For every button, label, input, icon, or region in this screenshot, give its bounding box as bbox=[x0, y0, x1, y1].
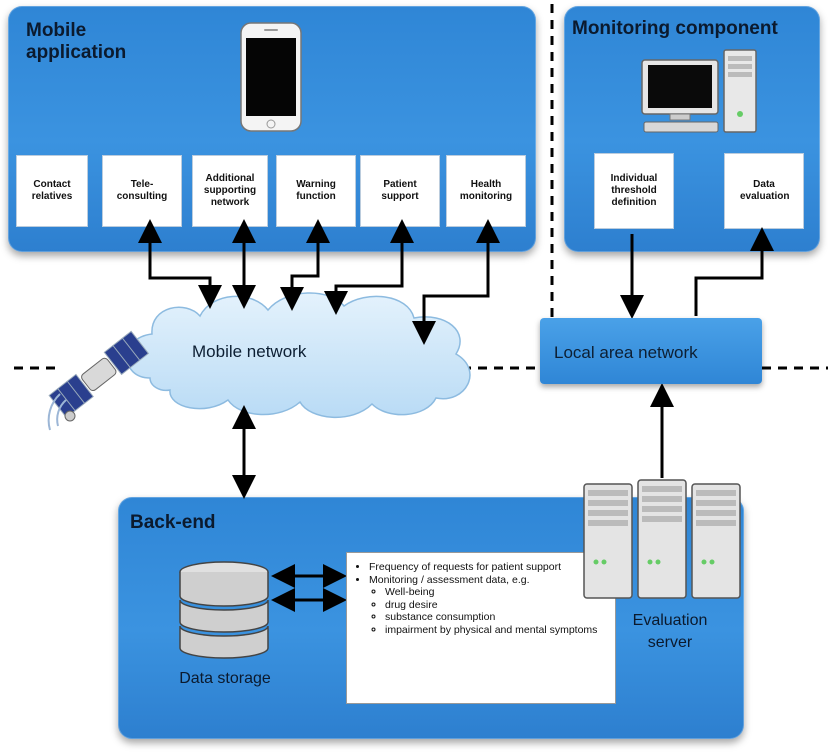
function-data-evaluation: Data evaluation bbox=[724, 153, 804, 229]
database-icon bbox=[179, 561, 269, 659]
back-end-title: Back-end bbox=[130, 512, 216, 533]
desktop-computer-icon bbox=[641, 49, 757, 133]
evaluation-server-label: Evaluation server bbox=[610, 610, 730, 654]
info-item-requests: Frequency of requests for patient suppor… bbox=[369, 561, 615, 574]
mobile-network-label: Mobile network bbox=[192, 342, 307, 361]
function-additional-supporting-network: Additional supporting network bbox=[192, 155, 268, 227]
local-area-network-box bbox=[540, 318, 762, 384]
mobile-application-title: Mobile application bbox=[26, 20, 127, 63]
function-additional-supporting-network-label: Additional supporting network bbox=[203, 173, 257, 208]
function-contact-relatives: Contact relatives bbox=[16, 155, 88, 227]
local-area-network-label: Local area network bbox=[554, 343, 698, 362]
info-subitem: substance consumption bbox=[385, 611, 615, 624]
function-tele-consulting: Tele-consulting bbox=[102, 155, 182, 227]
info-subitem: impairment by physical and mental sympto… bbox=[385, 624, 615, 637]
function-individual-threshold-definition: Individual threshold definition bbox=[594, 153, 674, 229]
evaluation-server-label-line2: server bbox=[647, 634, 693, 651]
function-warning-function-label: Warning function bbox=[296, 179, 336, 202]
server-rack-icon bbox=[583, 479, 741, 599]
function-patient-support: Patient support bbox=[360, 155, 440, 227]
function-individual-threshold-definition-label: Individual threshold definition bbox=[610, 173, 658, 208]
info-item-monitoring-label: Monitoring / assessment data, e.g. bbox=[369, 573, 530, 586]
mobile-network-cloud bbox=[126, 292, 471, 418]
info-item-monitoring: Monitoring / assessment data, e.g. Well-… bbox=[369, 574, 615, 637]
info-subitem: drug desire bbox=[385, 599, 615, 612]
evaluation-server-label-line1: Evaluation bbox=[632, 612, 708, 629]
function-tele-consulting-label: Tele-consulting bbox=[116, 179, 168, 202]
function-patient-support-label: Patient support bbox=[381, 179, 419, 202]
satellite-icon bbox=[47, 330, 150, 431]
back-end-data-list: Frequency of requests for patient suppor… bbox=[346, 552, 616, 704]
info-subitem: Well-being bbox=[385, 586, 615, 599]
function-contact-relatives-label: Contact relatives bbox=[31, 179, 73, 202]
data-storage-label: Data storage bbox=[179, 670, 271, 687]
monitoring-component-title: Monitoring component bbox=[572, 18, 778, 39]
smartphone-icon bbox=[240, 22, 302, 132]
function-health-monitoring-label: Health monitoring bbox=[459, 179, 513, 202]
function-data-evaluation-label: Data evaluation bbox=[740, 179, 790, 202]
